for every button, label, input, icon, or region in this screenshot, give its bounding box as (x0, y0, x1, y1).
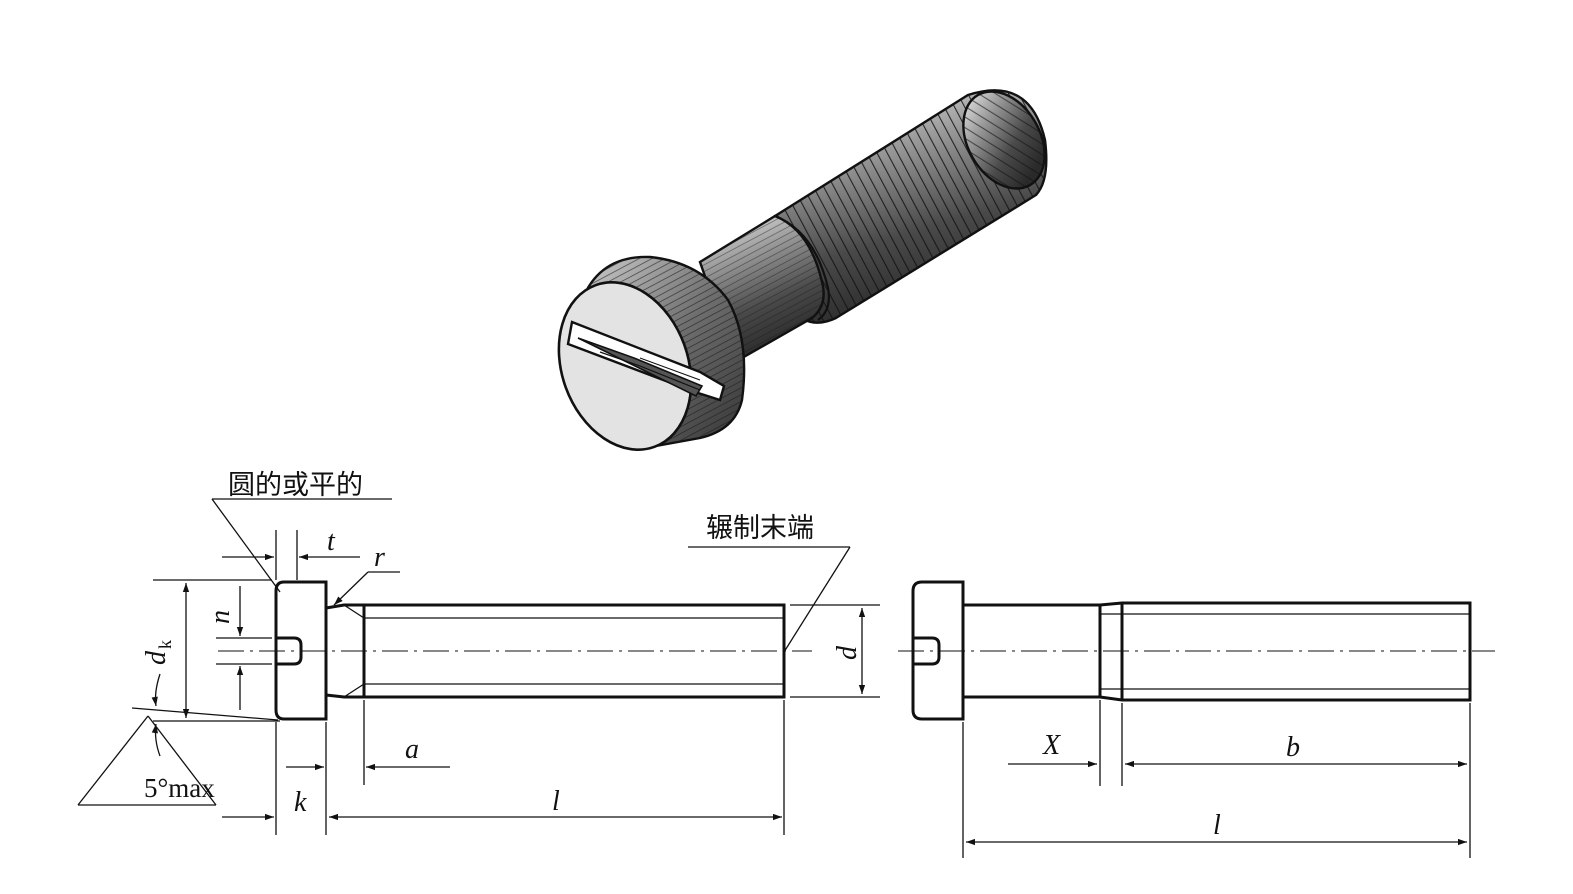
label-k: k (294, 787, 307, 818)
label-l-left: l (552, 786, 560, 817)
label-n: n (205, 610, 236, 624)
svg-text:d: d (141, 650, 172, 665)
label-rolled-end: 辗制末端 (706, 513, 814, 544)
label-r: r (374, 542, 385, 573)
label-rounded-or-flat: 圆的或平的 (228, 470, 363, 501)
label-b: b (1286, 732, 1300, 763)
label-l-right: l (1213, 810, 1221, 841)
label-a: a (405, 734, 419, 765)
left-head-outline (274, 580, 328, 721)
label-dk: d k (141, 640, 175, 665)
label-x: X (1042, 730, 1061, 761)
right-view: X b l (898, 580, 1495, 858)
label-d: d (832, 645, 863, 660)
screw-3d-illustration (557, 89, 1048, 451)
right-head-outline (911, 580, 965, 721)
label-t: t (327, 526, 336, 557)
svg-text:k: k (155, 640, 175, 649)
label-5deg-max: 5°max (144, 773, 215, 803)
left-view: 圆的或平的 辗制末端 t r n d k d a k l 5°max (77, 470, 880, 835)
